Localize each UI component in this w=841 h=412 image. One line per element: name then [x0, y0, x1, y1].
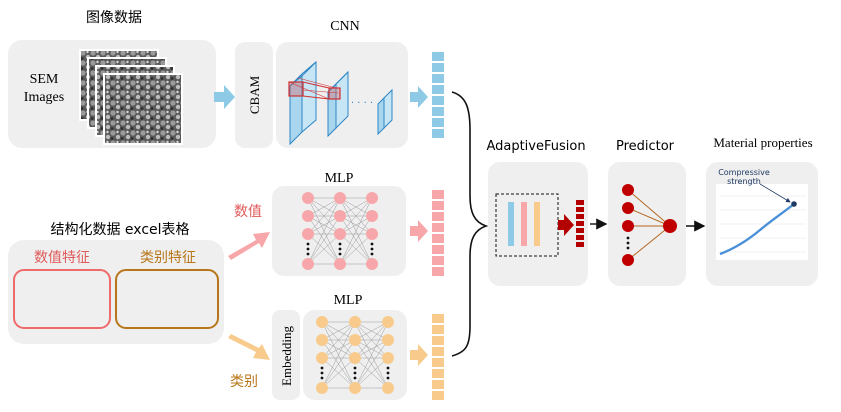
arrow-mlp-numeric-to-vector: [410, 220, 428, 242]
categorical-arrow-label: 类别: [230, 374, 258, 390]
sem-label-line1: SEM: [30, 72, 59, 87]
mlp-categorical-neurons: [316, 316, 394, 394]
arrow-mlp-categorical-to-vector: [410, 344, 428, 366]
categorical-feature-box: [115, 269, 219, 329]
fusion-arrow-icon: [558, 214, 574, 236]
arrow-numeric-to-mlp: [228, 232, 270, 260]
cbam-label: CBAM: [247, 75, 262, 114]
output-title: Material properties: [713, 135, 812, 150]
compressive-strength-curve: [719, 203, 795, 256]
arrow-cnn-to-vector: [410, 86, 428, 108]
embedding-panel: [272, 310, 300, 400]
output-chart-area: [716, 184, 808, 260]
sem-label-line2: Images: [24, 90, 64, 105]
sem-image-stack: [79, 49, 183, 145]
cnn-dots: · · · ·: [351, 98, 373, 109]
compressive-strength-point: [791, 201, 797, 207]
structured-data-title: 结构化数据 excel表格: [50, 222, 189, 238]
cbam-panel: [235, 42, 273, 148]
numeric-feature-vector: [432, 190, 444, 276]
arrow-categorical-to-embedding: [228, 334, 270, 360]
fused-feature-vector: [576, 200, 584, 247]
cnn-layers: [288, 60, 393, 146]
curve-label-line1: Compressive: [718, 168, 770, 177]
predictor-neurons: [622, 184, 677, 266]
arrow-sem-to-cbam: [214, 85, 235, 109]
fusion-title: AdaptiveFusion: [486, 139, 585, 154]
predictor-ellipsis: [626, 236, 630, 250]
predictor-title: Predictor: [616, 139, 675, 154]
numeric-arrow-label: 数值: [234, 204, 262, 220]
mlp-numeric-neurons: [302, 192, 378, 270]
mlp-categorical-ellipsis: [320, 366, 390, 380]
fusion-stacked-vectors: [508, 202, 540, 246]
numeric-feature-box: [13, 269, 111, 329]
numeric-feature-label: 数值特征: [34, 250, 90, 266]
categorical-feature-label: 类别特征: [140, 250, 196, 266]
merge-brace: [451, 91, 489, 357]
embedding-label: Embedding: [279, 326, 294, 386]
curve-label-line2: strength: [727, 177, 761, 186]
categorical-feature-vector: [432, 314, 444, 400]
image-data-title: 图像数据: [86, 10, 142, 26]
mlp-numeric-ellipsis: [306, 242, 374, 256]
mlp-numeric-title: MLP: [325, 171, 354, 186]
cnn-title: CNN: [330, 19, 360, 34]
output-chart-gridlines: [720, 195, 806, 253]
curve-label-pointer: [759, 183, 791, 203]
cnn-feature-vector: [432, 52, 444, 138]
mlp-categorical-title: MLP: [334, 293, 363, 308]
